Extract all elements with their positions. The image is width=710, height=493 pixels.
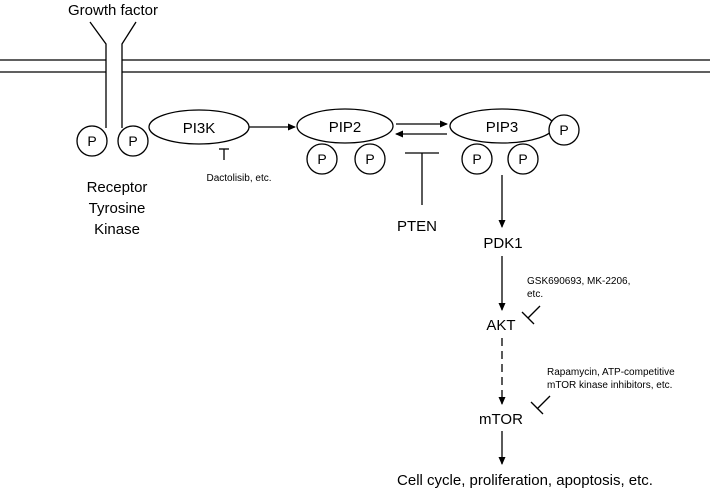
pten-label: PTEN <box>397 218 437 235</box>
receptor-label-line-1: Receptor <box>87 179 148 196</box>
receptor-label-line-2: Tyrosine <box>89 200 146 217</box>
svg-text:P: P <box>472 151 481 167</box>
pip3-phospho-right: P <box>507 143 539 175</box>
receptor-tyrosine-kinase <box>89 21 137 128</box>
receptor-phospho-left: P <box>76 125 108 157</box>
mtor-inhibitor-mark <box>530 395 551 415</box>
svg-text:PIP2: PIP2 <box>329 119 362 136</box>
outcome-label: Cell cycle, proliferation, apoptosis, et… <box>397 472 653 489</box>
pip2-phospho-right: P <box>354 143 386 175</box>
pi3k-inhibitor-label: Dactolisib, etc. <box>206 173 271 184</box>
svg-text:P: P <box>317 151 326 167</box>
akt-label: AKT <box>486 317 515 334</box>
receptor-phospho-right: P <box>117 125 149 157</box>
pip2-node: PIP2 <box>296 108 394 144</box>
pip3-phospho-top: P <box>548 114 580 146</box>
akt-inhibitor-label-line-2: etc. <box>527 289 543 300</box>
svg-text:P: P <box>87 133 96 149</box>
pi3k-node: PI3K <box>148 109 250 145</box>
pip2-phospho-left: P <box>306 143 338 175</box>
mtor-inhibitor-label-line-2: mTOR kinase inhibitors, etc. <box>547 380 672 391</box>
svg-text:P: P <box>128 133 137 149</box>
svg-text:P: P <box>365 151 374 167</box>
growth-factor-label: Growth factor <box>68 2 158 19</box>
pip3-phospho-left: P <box>461 143 493 175</box>
akt-inhibitor-mark <box>521 305 541 325</box>
mtor-label: mTOR <box>479 411 523 428</box>
pdk1-label: PDK1 <box>483 235 522 252</box>
akt-inhibitor-label-line-1: GSK690693, MK-2206, <box>527 276 630 287</box>
mtor-inhibitor-label-line-1: Rapamycin, ATP-competitive <box>547 367 675 378</box>
svg-text:PI3K: PI3K <box>183 120 216 137</box>
pten-inhibition-mark <box>405 152 439 205</box>
svg-text:P: P <box>559 122 568 138</box>
receptor-label-line-3: Kinase <box>94 221 140 238</box>
svg-text:P: P <box>518 151 527 167</box>
pip3-node: PIP3 <box>449 108 555 144</box>
svg-text:PIP3: PIP3 <box>486 119 519 136</box>
pi3k-inhibitor-mark <box>219 148 229 160</box>
